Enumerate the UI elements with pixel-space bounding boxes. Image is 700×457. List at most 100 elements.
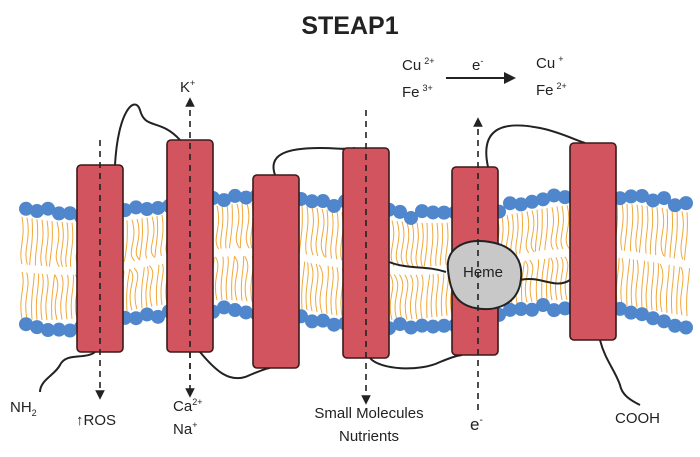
lipid-tail: [439, 222, 445, 317]
lipid-head: [41, 201, 55, 216]
lipid-head: [547, 188, 561, 203]
lipid-head: [305, 314, 319, 329]
cu1-label: Cu+: [536, 54, 563, 72]
lipid-tail: [148, 216, 156, 307]
helix-3: [252, 174, 300, 369]
lipid-tail: [225, 204, 229, 301]
sodium-label: Na+: [173, 420, 197, 438]
lipid-tail: [133, 218, 141, 310]
lipid-head: [415, 318, 429, 333]
lipid-head: [140, 307, 154, 322]
lipid-head: [503, 196, 517, 211]
lipid-head: [217, 300, 231, 315]
small-molecules-label: Small Molecules: [314, 405, 423, 422]
lipid-tail: [393, 220, 401, 321]
lipid-head: [668, 198, 682, 213]
nh2-label: NH2: [10, 399, 37, 418]
lipid-head: [151, 200, 165, 215]
ros-label: ↑ROS: [76, 412, 116, 429]
helix-1: [76, 164, 124, 353]
lipid-head: [415, 204, 429, 219]
electron-bottom-label: e-: [470, 415, 483, 434]
lipid-tail: [529, 210, 535, 302]
lipid-tail: [244, 203, 250, 302]
lipid-head: [635, 307, 649, 322]
lipid-tail: [664, 208, 670, 313]
lipid-head: [327, 317, 341, 332]
lipid-tail: [645, 205, 649, 310]
lipid-head: [525, 302, 539, 317]
lipid-head: [404, 210, 418, 225]
lipid-tail: [430, 222, 434, 318]
heme-label: Heme: [463, 264, 503, 281]
nutrients-label: Nutrients: [339, 428, 399, 445]
lipid-tail: [673, 210, 681, 315]
lipid-tail: [330, 210, 334, 315]
lipid-tail: [524, 211, 530, 303]
lipid-tail: [305, 206, 309, 311]
lipid-head: [547, 303, 561, 318]
lipid-tail: [534, 209, 540, 302]
lipid-head: [316, 194, 330, 209]
lipid-head: [30, 204, 44, 219]
heme-ligand-right: [519, 277, 571, 285]
lipid-head: [393, 204, 407, 219]
lipid-head: [63, 323, 77, 338]
lipid-head: [19, 201, 33, 216]
lipid-head: [52, 322, 66, 337]
lipid-head: [536, 192, 550, 207]
lipid-tail: [310, 207, 314, 312]
lipid-tail: [145, 217, 149, 308]
potassium-label: K+: [180, 78, 195, 96]
lipid-head: [514, 197, 528, 212]
lipid-tail: [60, 221, 64, 320]
lipid-head: [316, 313, 330, 328]
lipid-head: [129, 200, 143, 215]
cooh-label: COOH: [615, 410, 660, 427]
lipid-tail: [154, 215, 160, 306]
loop-1-2: [114, 103, 181, 166]
loop-4-5: [369, 354, 463, 370]
lipid-head: [404, 320, 418, 335]
lipid-head: [426, 205, 440, 220]
lipid-head: [536, 297, 550, 312]
lipid-tail: [420, 222, 424, 319]
n-terminus-loop: [39, 351, 96, 393]
lipid-tail: [623, 203, 631, 306]
lipid-tail: [325, 209, 329, 314]
lipid-tail: [69, 222, 75, 319]
lipid-tail: [228, 204, 236, 301]
lipid-head: [646, 311, 660, 326]
lipid-head: [151, 309, 165, 324]
lipid-head: [239, 190, 253, 205]
lipid-head: [228, 303, 242, 318]
lipid-tail: [544, 207, 550, 301]
lipid-tail: [629, 204, 635, 307]
lipid-tail: [220, 205, 224, 301]
helix-6: [569, 142, 617, 341]
lipid-head: [624, 189, 638, 204]
lipid-head: [63, 206, 77, 221]
lipid-tail: [20, 216, 24, 320]
lipid-head: [624, 305, 638, 320]
lipid-head: [327, 198, 341, 213]
lipid-tail: [65, 222, 69, 320]
lipid-tail: [550, 207, 554, 301]
lipid-tail: [45, 220, 49, 321]
lipid-tail: [318, 208, 326, 314]
lipid-tail: [538, 208, 546, 301]
lipid-tail: [234, 203, 240, 301]
lipid-tail: [654, 207, 660, 312]
heme-group: [446, 240, 523, 310]
lipid-head: [52, 206, 66, 221]
lipid-tail: [409, 222, 415, 320]
lipid-head: [239, 305, 253, 320]
lipid-head: [140, 202, 154, 217]
protein-loops: [39, 103, 641, 406]
lipid-tail: [404, 221, 410, 320]
lipid-tail: [389, 220, 395, 321]
